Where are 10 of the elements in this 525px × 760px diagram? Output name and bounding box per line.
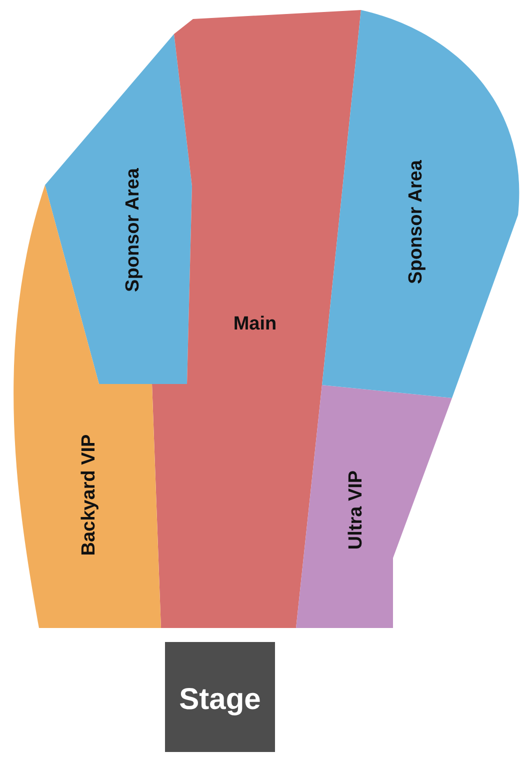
stage-label: Stage (179, 682, 261, 718)
seating-section (152, 10, 361, 628)
seating-section (45, 34, 192, 384)
section-label: Ultra VIP (346, 470, 368, 550)
stage-block (165, 642, 275, 752)
section-label: Backyard VIP (78, 434, 101, 556)
section-label: Sponsor Area (406, 160, 428, 284)
section-label: Sponsor Area (122, 168, 145, 292)
seating-section (296, 385, 452, 628)
section-label: Main (233, 314, 277, 336)
